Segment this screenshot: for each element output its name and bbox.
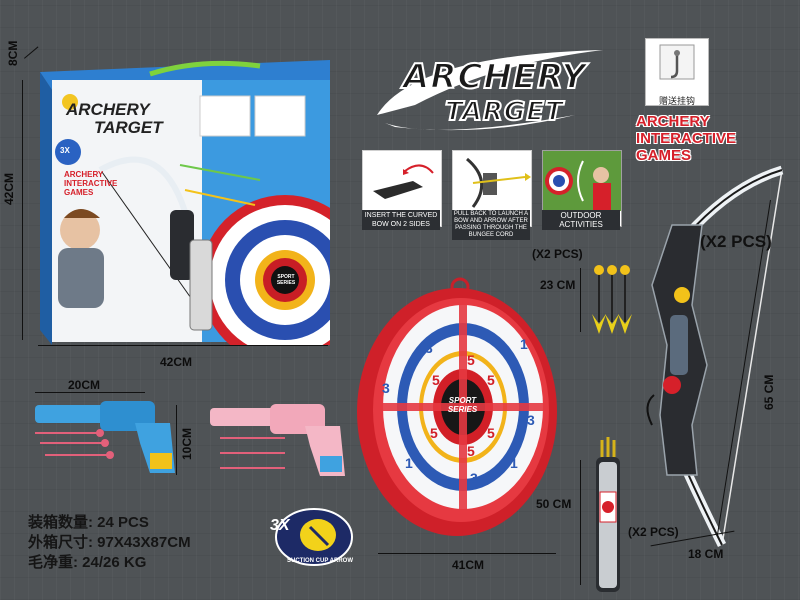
outdoor-photo-icon [543, 151, 621, 211]
box-subtitle-line2: INTERACTIVE [64, 179, 118, 188]
target-number: 5 [430, 425, 438, 441]
pink-toy-gun [210, 404, 345, 476]
target-width-label: 41CM [452, 558, 485, 572]
target-number: 3 [527, 412, 535, 428]
spec-row: 装箱数量: 24 PCS [28, 513, 191, 533]
spec-value: 24 PCS [97, 514, 149, 531]
hook-icon [659, 44, 695, 80]
bow-insert-icon [373, 164, 434, 199]
red-title-line3: GAMES [636, 147, 692, 164]
box-subtitle-line3: GAMES [64, 188, 94, 197]
quiver-height-line [580, 460, 581, 585]
spec-label: 毛净重: [28, 554, 78, 571]
spec-row: 外箱尺寸: 97X43X87CM [28, 533, 191, 553]
spec-label: 装箱数量: [28, 514, 93, 531]
gift-hook-card: 赠送挂钩 [645, 38, 709, 106]
quiver-qty: (X2 PCS) [628, 525, 679, 539]
spec-value: 97X43X87CM [97, 534, 191, 551]
box-subtitle: ARCHERY INTERACTIVE GAMES [64, 170, 117, 197]
spec-value: 24/26 KG [82, 554, 147, 571]
target-number: 1 [472, 322, 480, 338]
target-number: 5 [467, 352, 475, 368]
product-box: ARCHERY TARGET ARCHERY INTERACTIVE GAMES… [30, 60, 370, 365]
bow-qty: (X2 PCS) [700, 232, 772, 251]
red-title-line1: ARCHERY [636, 113, 710, 130]
target-number: 5 [487, 425, 495, 441]
target-number: 5 [467, 443, 475, 459]
bow-launch-icon [466, 157, 531, 208]
gun-width-line [35, 392, 145, 393]
feature-caption-launch: PULL BACK TO LAUNCH A BOW AND ARROW AFTE… [452, 210, 530, 240]
box-title-line2: TARGET [94, 118, 163, 137]
quiver [596, 437, 620, 592]
suction-arrow-badge [275, 508, 353, 566]
target-number: 1 [510, 455, 518, 471]
gun-height-line [176, 405, 177, 475]
archery-target-logo: ARCHERY TARGET [375, 45, 605, 150]
target-center-label: SPORT SERIES [447, 396, 478, 414]
box-target-center: SPORT SERIES [276, 274, 296, 286]
box-subtitle-line1: ARCHERY [64, 170, 104, 179]
feature-caption-outdoor: OUTDOOR ACTIVITIES [542, 210, 620, 230]
target-number: 3 [470, 470, 478, 486]
target-number: 1 [520, 336, 528, 352]
box-badge: 3X [60, 146, 70, 155]
arrows-length: 23 CM [540, 278, 576, 292]
box-depth-label: 8CM [6, 40, 20, 66]
gift-hook-label: 赠送挂钩 [658, 96, 695, 106]
spec-row: 毛净重: 24/26 KG [28, 553, 191, 573]
red-title-line2: INTERACTIVE [636, 130, 737, 147]
red-title: ARCHERY INTERACTIVE GAMES [636, 113, 736, 164]
box-depth-line [24, 46, 39, 59]
target-number: 3 [425, 340, 433, 356]
blue-toy-gun [35, 401, 175, 473]
box-title-line1: ARCHERY [66, 100, 150, 119]
arrows-qty: (X2 PCS) [532, 247, 583, 261]
box-width-label: 42CM [160, 355, 193, 369]
carton-specs: 装箱数量: 24 PCS 外箱尺寸: 97X43X87CM 毛净重: 24/26… [28, 513, 191, 573]
box-height-line [22, 80, 23, 340]
logo-swoosh [377, 50, 603, 131]
target-number: 5 [432, 372, 440, 388]
bow [646, 165, 784, 548]
badge-3x-text: 3X [270, 517, 290, 534]
feature-caption-insert: INSERT THE CURVED BOW ON 2 SIDES [362, 210, 440, 230]
target-board [357, 277, 557, 536]
badge-ring-text: SUCTION CUP ARROW [287, 558, 353, 564]
box-width-line [38, 345, 328, 346]
suction-arrows [592, 265, 632, 334]
bow-width: 18 CM [688, 547, 724, 561]
logo-line1: ARCHERY [402, 56, 587, 98]
target-number: 1 [405, 455, 413, 471]
spec-label: 外箱尺寸: [28, 534, 93, 551]
product-box-art [40, 60, 370, 365]
target-width-line [378, 553, 556, 554]
logo-line2: TARGET [444, 96, 564, 128]
target-number: 3 [382, 380, 390, 396]
gun-width-label: 20CM [68, 378, 101, 392]
gun-height-label: 10CM [180, 427, 194, 460]
bow-height: 65 CM [762, 374, 776, 410]
quiver-height: 50 CM [536, 497, 572, 511]
box-height-label: 42CM [2, 172, 16, 205]
arrows-length-line [580, 268, 581, 332]
target-number: 5 [487, 372, 495, 388]
